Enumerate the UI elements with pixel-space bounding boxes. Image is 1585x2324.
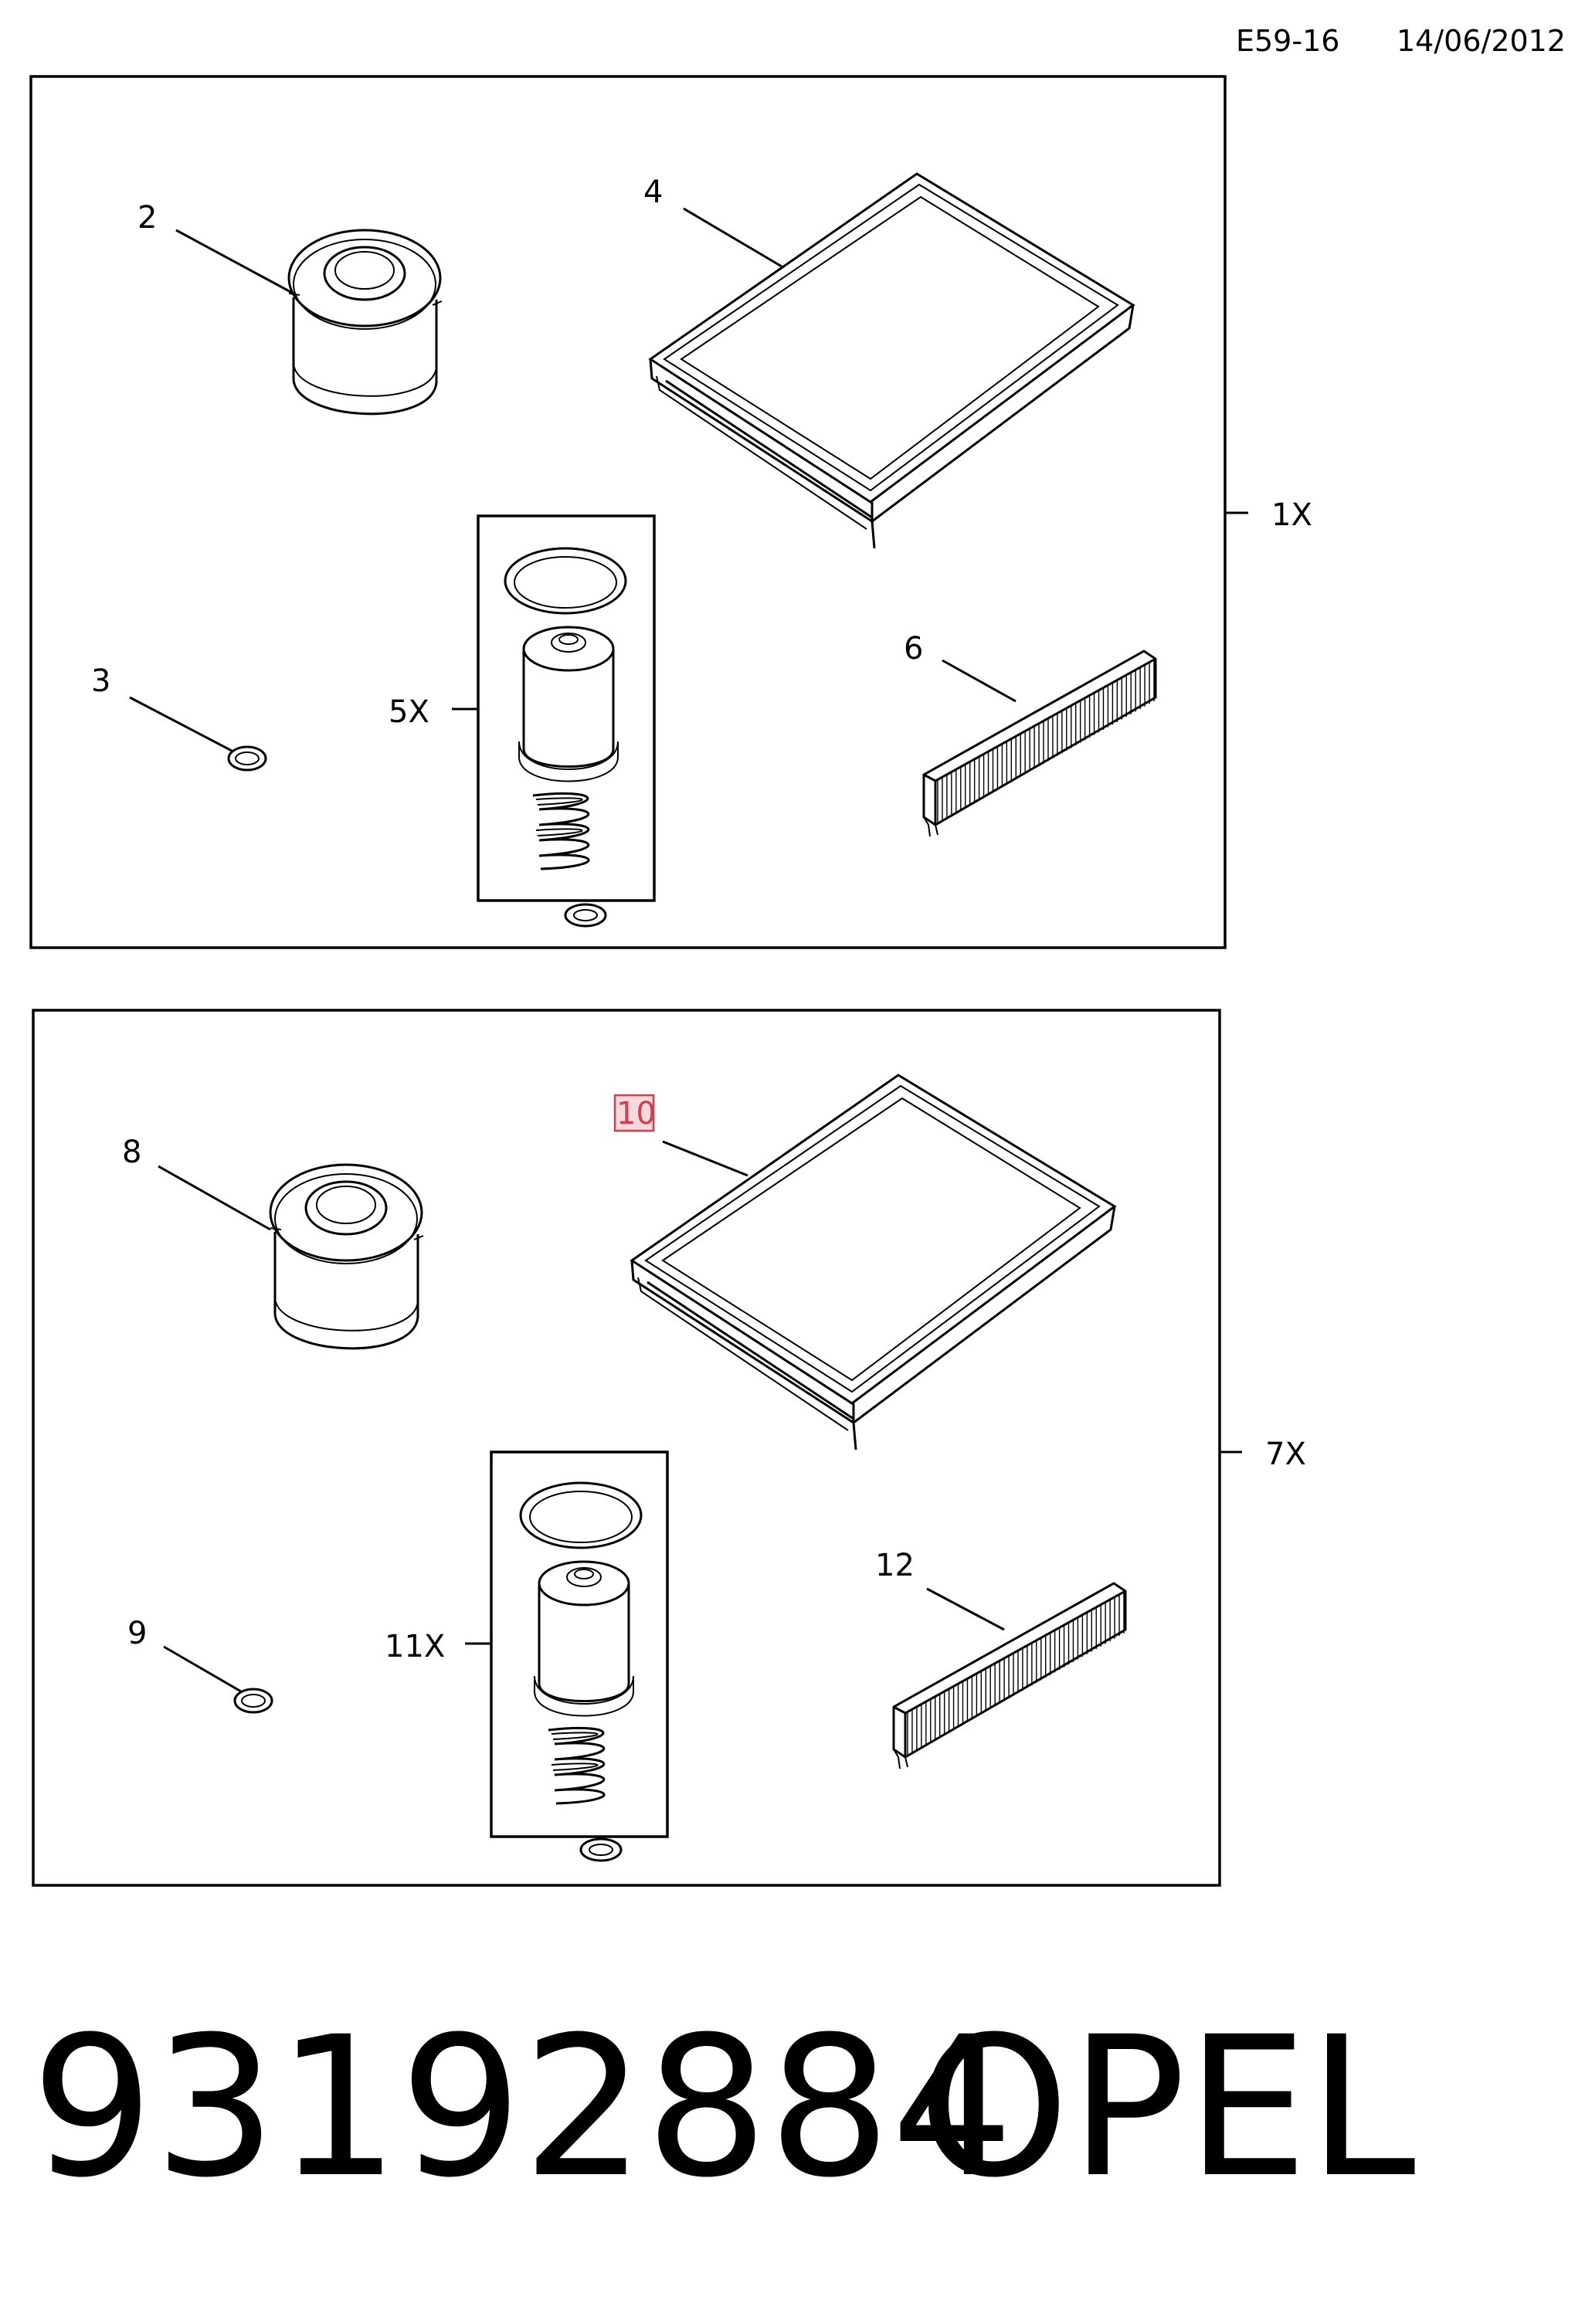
kit-2-panel: 7X 8 10 9 11X 12	[32, 1009, 1306, 1887]
air-filter-icon	[630, 1074, 1116, 1451]
fuel-kit-frame	[477, 514, 656, 902]
callout-oil-filter: 2	[137, 200, 157, 236]
fuel-filter-kit-icon	[504, 547, 627, 928]
air-filter-icon	[649, 172, 1135, 550]
cabin-filter-icon	[922, 650, 1157, 838]
drawing-date: 14/06/2012	[1397, 24, 1566, 58]
kit-1-label: 1X	[1271, 497, 1312, 533]
kit-1-panel: 1X 2 4 3 5X 6	[29, 75, 1312, 949]
kit-1-frame	[29, 75, 1227, 949]
callout-cabin-filter: 12	[875, 1548, 915, 1583]
cabin-filter-icon	[892, 1582, 1127, 1770]
callout-washer: 3	[91, 663, 110, 699]
oil-filter-icon	[287, 229, 443, 416]
callout-cabin-filter: 6	[904, 631, 923, 667]
callout-fuel-kit: 5X	[389, 694, 429, 730]
kit-2-frame	[32, 1009, 1221, 1887]
callout-fuel-kit: 11X	[385, 1629, 445, 1664]
drawing-code: E59-16	[1236, 24, 1339, 58]
kit-2-label: 7X	[1265, 1437, 1306, 1472]
fuel-filter-kit-icon	[519, 1481, 643, 1862]
part-number: 93192884	[31, 1995, 1013, 2220]
callout-air-filter: 10	[616, 1096, 656, 1131]
washer-icon	[227, 745, 267, 772]
oil-filter-icon	[269, 1163, 425, 1350]
callout-washer: 9	[127, 1616, 147, 1651]
brand-name: OPEL	[918, 1995, 1416, 2220]
washer-icon	[233, 1688, 273, 1714]
callout-air-filter: 4	[643, 175, 663, 210]
callout-oil-filter: 8	[122, 1135, 141, 1170]
callout-highlight	[613, 1094, 655, 1132]
